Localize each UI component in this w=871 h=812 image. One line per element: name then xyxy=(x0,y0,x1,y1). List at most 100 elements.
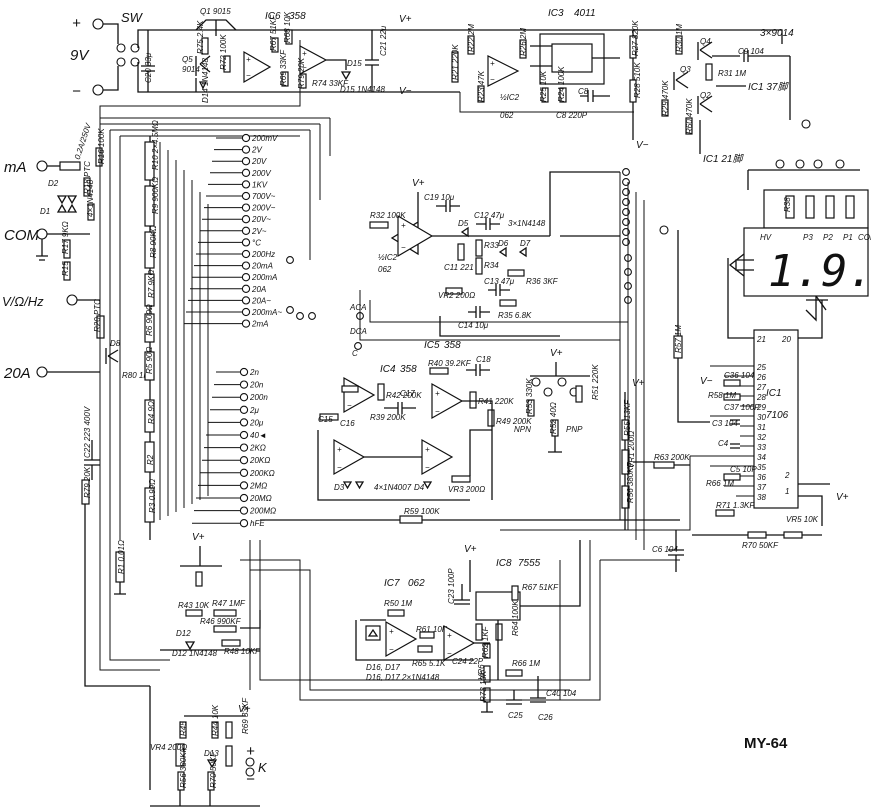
vr6-label: VR6 xyxy=(477,664,486,680)
r3-label: R3 0.99Ω xyxy=(148,479,157,513)
range-left-label: 20V~ xyxy=(251,215,271,224)
function-contact xyxy=(286,306,294,314)
range-mid-contact xyxy=(239,367,249,377)
ic7-label: IC7 xyxy=(384,578,400,589)
r48-label: R48 10KF xyxy=(224,647,261,656)
vplus-label-top: V+ xyxy=(399,14,412,25)
svg-text:−: − xyxy=(347,401,352,410)
r63-label: R63 200K xyxy=(654,453,690,462)
range-left-contact xyxy=(241,191,251,201)
pin31: 31 xyxy=(757,423,766,432)
minus-terminal xyxy=(92,84,104,96)
range-left-label: 1KV xyxy=(252,180,268,189)
svg-text:−: − xyxy=(246,71,251,80)
vminus-label-ic1: V− xyxy=(700,376,713,387)
r65-label: R65 5.1K xyxy=(412,659,446,668)
ic6-label: IC6 xyxy=(265,11,281,22)
r69-temp-label: R69 33KF xyxy=(241,697,250,734)
divider-chain: R10 2×4.5MΩ R9 900KΩ R8 90KΩ R7 9KΩ R6 9… xyxy=(99,117,330,540)
c4-label: C4 xyxy=(718,439,729,448)
c8-label: C8 220P xyxy=(556,111,588,120)
range-left-label: 20A xyxy=(251,285,266,294)
range-left-contact xyxy=(241,226,251,235)
pin36: 36 xyxy=(757,473,766,482)
r4-label: R4 9Ω xyxy=(147,401,156,424)
range-left-contact xyxy=(241,261,251,270)
input-terminals: mA COM V/Ω/Hz 20A 0.2A/250V D2 D1 R18 PT… xyxy=(2,122,150,687)
range-mid-contact xyxy=(239,506,249,515)
r2-label: R2 xyxy=(146,454,155,465)
range-left-label: 200Hz xyxy=(251,250,275,259)
switch-contact xyxy=(130,57,140,67)
pin25: 25 xyxy=(756,363,766,372)
ic3-label: IC3 xyxy=(548,8,564,19)
c25-label: C25 xyxy=(508,711,523,720)
ic8-part-label: 7555 xyxy=(518,558,541,569)
r20-label: R20 PTC xyxy=(93,299,102,332)
range-left-label: 20A~ xyxy=(251,296,271,305)
r25-label: R25 10K xyxy=(539,70,548,102)
range-left-label: 2mA xyxy=(251,320,268,329)
svg-text:−: − xyxy=(490,75,495,84)
k-minus-label: − xyxy=(246,771,255,788)
range-switch-mid: 2n20n200n2μ20μ40◄2KΩ20KΩ200KΩ2MΩ20MΩ200M… xyxy=(192,367,276,528)
r69-label: R69 33KF xyxy=(279,49,288,86)
minus-terminal-label: − xyxy=(72,83,81,100)
d8-label: D8 xyxy=(110,339,121,348)
range-left-label: 20mA xyxy=(251,262,273,271)
pin37: 37 xyxy=(757,483,766,492)
svg-text:+: + xyxy=(435,389,440,398)
r36-label: R36 3KF xyxy=(526,277,559,286)
range-left-label: °C xyxy=(252,238,261,247)
c37-label: C37 100P xyxy=(724,403,760,412)
range-mid-label: 20n xyxy=(249,381,264,390)
vplus-label-ac: V+ xyxy=(412,178,425,189)
d2-label: D2 xyxy=(48,179,59,188)
svg-text:−: − xyxy=(302,63,307,72)
switch-contact xyxy=(116,57,126,67)
r30-label: R30 1M xyxy=(675,24,684,52)
c26-label: C26 xyxy=(538,713,553,722)
fuse-label: 0.2A/250V xyxy=(73,122,93,161)
frequency-block: V+ R43 10K R47 1MF R46 990KF R48 10KF D1… xyxy=(160,532,581,722)
ma-terminal xyxy=(36,160,48,172)
lcd-p1: P1 xyxy=(843,233,853,242)
svg-text:−: − xyxy=(435,407,440,416)
c14-label: C14 10μ xyxy=(458,321,489,330)
svg-text:−: − xyxy=(447,649,452,658)
r79-label: R79 20K xyxy=(297,57,306,89)
vplus-label-hfe: V+ xyxy=(550,348,563,359)
a20-terminal xyxy=(36,366,48,378)
r15-label: R15 xyxy=(61,261,70,276)
r43-label: R43 10K xyxy=(178,601,210,610)
c19-label: C19 10μ xyxy=(424,193,455,202)
range-mid-label: 2n xyxy=(249,368,259,377)
range-mid-label: 20KΩ xyxy=(249,456,270,465)
range-mid-contact xyxy=(239,393,249,402)
range-mid-contact xyxy=(239,456,249,465)
range-left-contact xyxy=(241,203,251,212)
range-left-contact xyxy=(241,284,251,293)
r60-label: R60 470K xyxy=(685,98,694,134)
r33-label: R33 xyxy=(484,241,499,250)
d3-label: D3 xyxy=(334,483,345,492)
range-left-contact xyxy=(241,145,251,154)
r51-label: R51 220K xyxy=(591,364,600,400)
k-minus-terminal xyxy=(245,767,255,777)
d14-label: D14 1N4148 xyxy=(201,58,210,103)
r72-label: R72 100K xyxy=(219,34,228,70)
ic1-part-label: 7106 xyxy=(766,410,789,421)
range-mid-contact xyxy=(239,493,249,503)
r21-label: R21 220K xyxy=(451,44,460,80)
range-left-contact xyxy=(241,180,251,189)
vplus-label-vr1: V+ xyxy=(632,378,645,389)
lcd-con: CON xyxy=(858,233,871,242)
r38-label: R38 xyxy=(783,197,792,212)
d-range-label: 3×1N4148 xyxy=(508,219,546,228)
range-left-label: 2V~ xyxy=(251,227,267,236)
k-label: K xyxy=(258,760,268,775)
r66-ic8-label: R66 1M xyxy=(512,659,540,668)
r17-label: R17 9KΩ xyxy=(61,221,70,254)
r41-label: R41 220K xyxy=(478,397,514,406)
ic3-part-label: 4011 xyxy=(574,8,596,19)
